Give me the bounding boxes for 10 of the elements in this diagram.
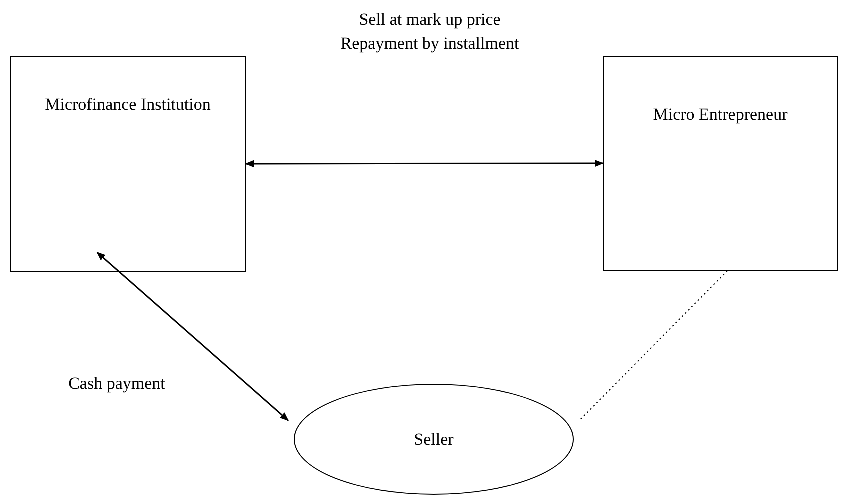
ellipse-node [294,384,574,495]
node-label: Microfinance Institution [45,94,211,116]
annotation-text: Sell at mark up price Repayment by installment [340,9,520,55]
connector-line [579,270,728,422]
double-arrow [96,252,290,422]
double-arrow [245,160,604,168]
node-label: Seller [414,428,454,450]
process-box [10,56,246,272]
process-box [603,56,838,271]
node-label: Micro Entrepreneur [653,104,788,126]
